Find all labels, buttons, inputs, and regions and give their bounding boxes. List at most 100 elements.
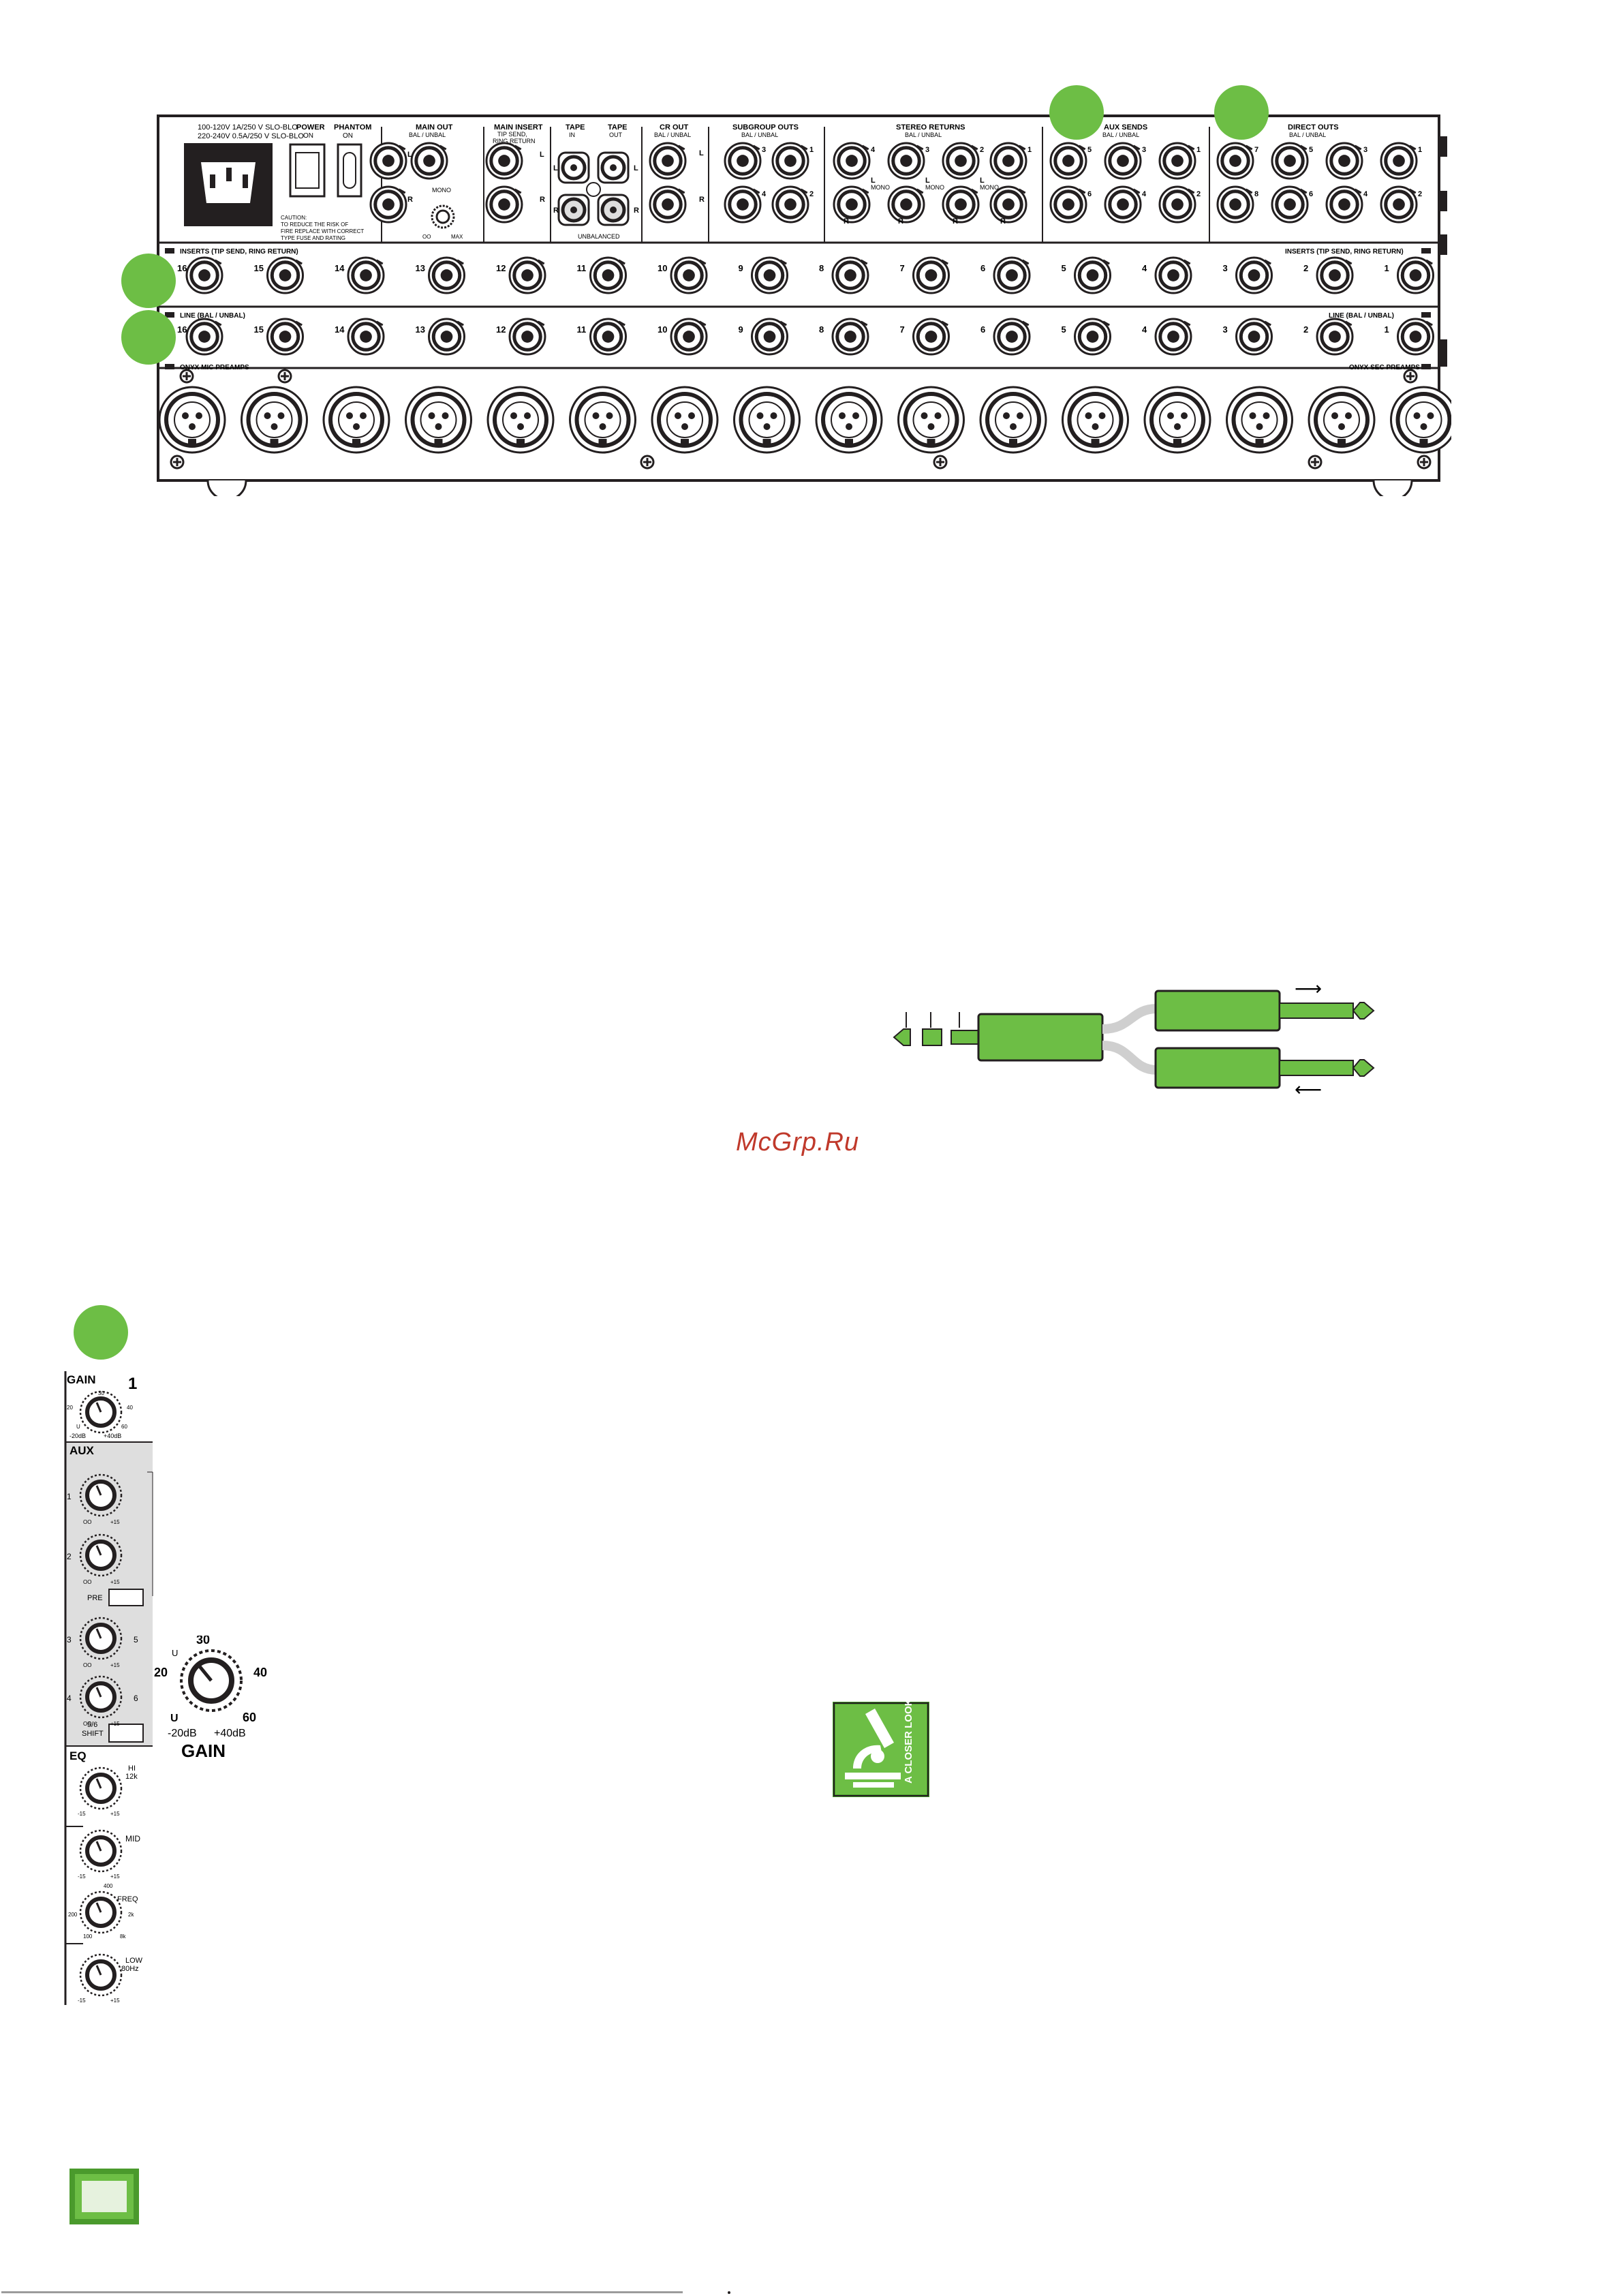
main-out-r-jack[interactable] xyxy=(369,185,407,224)
stereo-return-1l-jack[interactable] xyxy=(989,142,1027,180)
main-insert-l-jack[interactable] xyxy=(485,142,523,180)
insert-jack-ch11[interactable] xyxy=(589,256,627,294)
line-input-jack-ch10[interactable] xyxy=(670,318,708,356)
xlr-connector-icon[interactable] xyxy=(897,386,965,454)
direct-out-3-jack[interactable] xyxy=(1325,142,1363,180)
stereo-return-4l-jack[interactable] xyxy=(833,142,871,180)
insert-jack-ch4[interactable] xyxy=(1154,256,1192,294)
stereo-return-1r-jack[interactable] xyxy=(989,185,1027,224)
gain-knob-small[interactable] xyxy=(79,1390,123,1434)
xlr-connector-icon[interactable] xyxy=(241,386,308,454)
line-input-jack-ch8[interactable] xyxy=(831,318,869,356)
xlr-connector-icon[interactable] xyxy=(651,386,719,454)
cr-out-r-jack[interactable] xyxy=(649,185,687,224)
shift-button[interactable] xyxy=(108,1724,144,1743)
xlr-connector-icon[interactable] xyxy=(815,386,883,454)
aux-send-3-jack[interactable] xyxy=(1104,142,1142,180)
aux-send-6-jack[interactable] xyxy=(1049,185,1087,224)
insert-jack-ch5[interactable] xyxy=(1074,256,1111,294)
aux-send-4-jack[interactable] xyxy=(1104,185,1142,224)
insert-jack-ch7[interactable] xyxy=(912,256,950,294)
main-insert-r-jack[interactable] xyxy=(485,185,523,224)
line-input-jack-ch15[interactable] xyxy=(266,318,304,356)
aux-send-5-jack[interactable] xyxy=(1049,142,1087,180)
rca-jack-icon[interactable] xyxy=(557,151,590,184)
insert-jack-ch12[interactable] xyxy=(508,256,546,294)
direct-out-1-jack[interactable] xyxy=(1380,142,1418,180)
pre-button[interactable] xyxy=(108,1589,144,1606)
aux-send-1-jack[interactable] xyxy=(1158,142,1196,180)
insert-jack-ch15[interactable] xyxy=(266,256,304,294)
xlr-connector-icon[interactable] xyxy=(1143,386,1211,454)
xlr-connector-icon[interactable] xyxy=(1062,386,1129,454)
caution-line-4: TYPE FUSE AND RATING xyxy=(281,235,345,241)
insert-jack-ch8[interactable] xyxy=(831,256,869,294)
direct-out-7-jack[interactable] xyxy=(1216,142,1254,180)
subgroup-3-jack[interactable] xyxy=(724,142,762,180)
line-input-jack-ch5[interactable] xyxy=(1074,318,1111,356)
line-input-jack-ch14[interactable] xyxy=(347,318,385,356)
insert-jack-ch10[interactable] xyxy=(670,256,708,294)
stereo-return-3l-jack[interactable] xyxy=(887,142,925,180)
xlr-connector-icon[interactable] xyxy=(322,386,390,454)
stereo-return-2l-jack[interactable] xyxy=(942,142,980,180)
aux-send-2-jack[interactable] xyxy=(1158,185,1196,224)
xlr-connector-icon[interactable] xyxy=(158,386,226,454)
line-input-jack-ch2[interactable] xyxy=(1316,318,1354,356)
insert-jack-ch3[interactable] xyxy=(1235,256,1273,294)
main-out-l2-jack[interactable] xyxy=(410,142,448,180)
insert-jack-ch1[interactable] xyxy=(1397,256,1434,294)
aux-1-knob[interactable] xyxy=(79,1473,123,1517)
direct-out-6-jack[interactable] xyxy=(1271,185,1309,224)
xlr-connector-icon[interactable] xyxy=(1390,386,1452,454)
line-input-jack-ch12[interactable] xyxy=(508,318,546,356)
eq-freq-knob[interactable] xyxy=(79,1891,123,1934)
cr-out-l-jack[interactable] xyxy=(649,142,687,180)
stereo-return-2r-jack[interactable] xyxy=(942,185,980,224)
insert-jack-ch14[interactable] xyxy=(347,256,385,294)
subgroup-1-jack[interactable] xyxy=(771,142,809,180)
eq-mid-knob[interactable] xyxy=(79,1829,123,1873)
line-input-jack-ch7[interactable] xyxy=(912,318,950,356)
line-input-jack-ch11[interactable] xyxy=(589,318,627,356)
direct-out-5-jack[interactable] xyxy=(1271,142,1309,180)
aux-2-knob[interactable] xyxy=(79,1533,123,1577)
aux-4-knob[interactable] xyxy=(79,1675,123,1719)
xlr-connector-icon[interactable] xyxy=(733,386,801,454)
xlr-connector-icon[interactable] xyxy=(405,386,472,454)
line-input-jack-ch3[interactable] xyxy=(1235,318,1273,356)
xlr-connector-icon[interactable] xyxy=(1308,386,1376,454)
line-input-jack-ch6[interactable] xyxy=(993,318,1031,356)
subgroup-2-jack[interactable] xyxy=(771,185,809,224)
direct-out-8-jack[interactable] xyxy=(1216,185,1254,224)
line-input-jack-ch1[interactable] xyxy=(1397,318,1434,356)
direct-out-4-jack[interactable] xyxy=(1325,185,1363,224)
line-input-jack-ch9[interactable] xyxy=(751,318,788,356)
insert-jack-ch16[interactable] xyxy=(185,256,223,294)
stereo-return-4r-jack[interactable] xyxy=(833,185,871,224)
rca-jack-icon[interactable] xyxy=(557,194,590,226)
line-input-jack-ch13[interactable] xyxy=(428,318,465,356)
aux-3-knob[interactable] xyxy=(79,1617,123,1660)
insert-jack-ch6[interactable] xyxy=(993,256,1031,294)
insert-jack-ch13[interactable] xyxy=(428,256,465,294)
mono-level-knob[interactable] xyxy=(431,204,455,229)
xlr-connector-icon[interactable] xyxy=(486,386,555,454)
subgroup-4-jack[interactable] xyxy=(724,185,762,224)
eq-hi-knob[interactable] xyxy=(79,1766,123,1810)
eq-low-knob[interactable] xyxy=(79,1953,123,1997)
insert-jack-ch2[interactable] xyxy=(1316,256,1354,294)
rca-jack-icon[interactable] xyxy=(597,194,630,226)
jack-number: 2 xyxy=(1418,190,1422,198)
stereo-return-3r-jack[interactable] xyxy=(887,185,925,224)
xlr-connector-icon[interactable] xyxy=(1226,386,1293,454)
xlr-connector-icon[interactable] xyxy=(569,386,636,454)
rca-jack-icon[interactable] xyxy=(597,151,630,184)
direct-out-2-jack[interactable] xyxy=(1380,185,1418,224)
line-input-jack-ch16[interactable] xyxy=(185,318,223,356)
main-out-l: L xyxy=(407,151,412,159)
main-out-l-jack[interactable] xyxy=(369,142,407,180)
xlr-connector-icon[interactable] xyxy=(979,386,1047,454)
line-input-jack-ch4[interactable] xyxy=(1154,318,1192,356)
insert-jack-ch9[interactable] xyxy=(751,256,788,294)
